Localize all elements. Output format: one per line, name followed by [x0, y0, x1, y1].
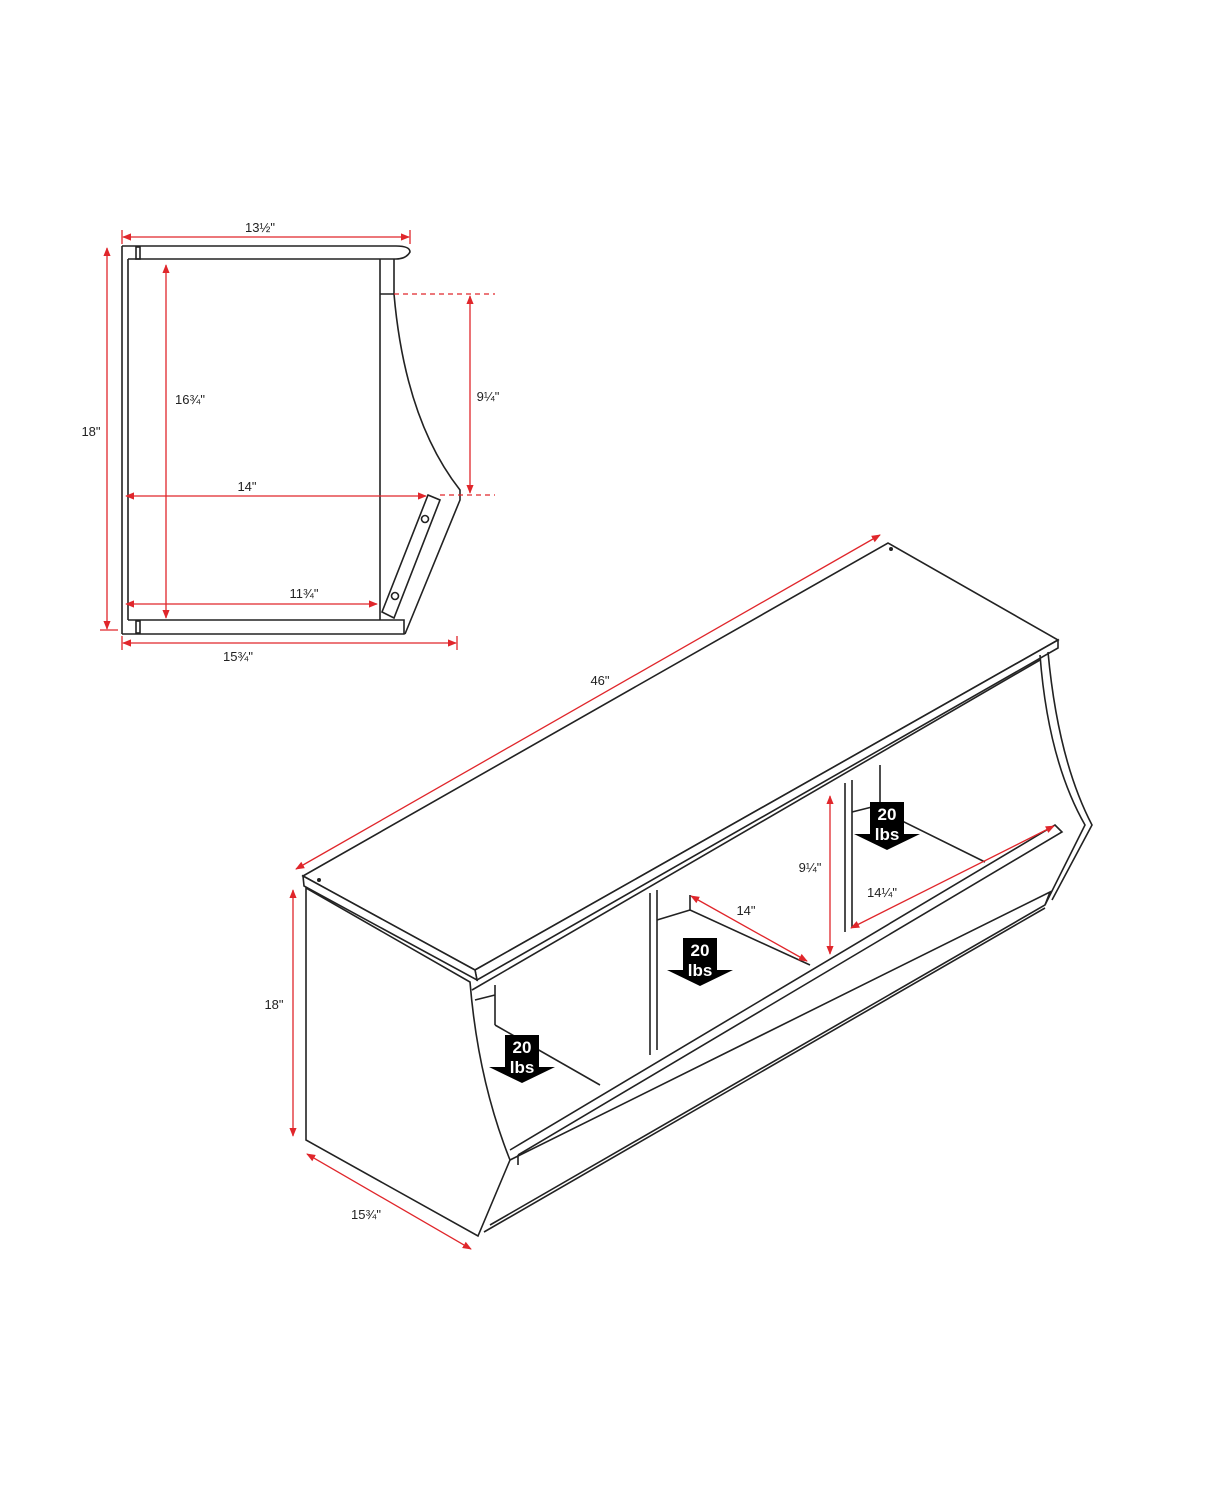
- front-lip-bottom: [483, 907, 1046, 1233]
- top-board: [122, 245, 411, 260]
- iso-view: 20 lbs 20 lbs 20 lbs 46" 18" 15¾" 14" 9¼…: [264, 534, 1093, 1250]
- divider-right: [844, 780, 853, 932]
- top-cleat: [135, 246, 141, 260]
- dim-iso-depth: 15¾": [351, 1207, 381, 1222]
- weight-unit: lbs: [688, 961, 713, 980]
- screw-dot: [317, 878, 321, 882]
- dim-overall-depth: 15¾": [223, 649, 253, 664]
- back-panel: [121, 246, 129, 634]
- bottom-board: [122, 619, 405, 635]
- weight-value: 20: [513, 1038, 532, 1057]
- dimension-line: [306, 1153, 472, 1250]
- dim-cubby-depth: 14": [736, 903, 755, 918]
- divider-left: [649, 890, 658, 1055]
- front-lip-face: [489, 890, 1052, 1226]
- dim-inner-depth: 14": [237, 479, 256, 494]
- side-dimensions: 13½" 18" 16¾" 9¼" 14" 11¾" 15¾": [81, 220, 499, 664]
- weight-badge: 20 lbs: [489, 1035, 555, 1083]
- interior-back: [474, 985, 496, 1025]
- dim-cubby-height: 9¼": [799, 860, 822, 875]
- down-arrow-icon: [489, 1035, 555, 1083]
- weight-value: 20: [691, 941, 710, 960]
- dim-height: 18": [81, 424, 100, 439]
- front-lip: [380, 493, 442, 620]
- screw-hole: [420, 514, 430, 524]
- upper-block: [380, 259, 395, 295]
- screw-hole: [390, 591, 400, 601]
- top-left-edge: [302, 874, 479, 982]
- screw-dot: [889, 547, 893, 551]
- dimension-line: [690, 895, 808, 962]
- weight-value: 20: [878, 805, 897, 824]
- dim-inner-height: 16¾": [175, 392, 205, 407]
- bottom-cleat: [135, 620, 141, 634]
- weight-badge: 20 lbs: [667, 938, 733, 986]
- dim-opening-height: 9¼": [477, 389, 500, 404]
- dim-iso-height: 18": [264, 997, 283, 1012]
- weight-unit: lbs: [875, 825, 900, 844]
- dim-bottom-inner-depth: 11¾": [290, 586, 319, 601]
- iso-dimensions: 46" 18" 15¾" 14" 9¼" 14¼": [264, 534, 1055, 1250]
- dim-width: 46": [590, 673, 609, 688]
- dimension-line: [850, 825, 1055, 929]
- dim-top-depth: 13½": [245, 220, 275, 235]
- right-side-curve: [1039, 651, 1093, 906]
- dim-cubby-width: 14¼": [867, 885, 897, 900]
- front-lip-top: [509, 823, 1064, 1156]
- weight-unit: lbs: [510, 1058, 535, 1077]
- curved-side: [393, 293, 461, 635]
- side-view: 13½" 18" 16¾" 9¼" 14" 11¾" 15¾": [81, 220, 499, 664]
- dimension-line: [295, 534, 881, 870]
